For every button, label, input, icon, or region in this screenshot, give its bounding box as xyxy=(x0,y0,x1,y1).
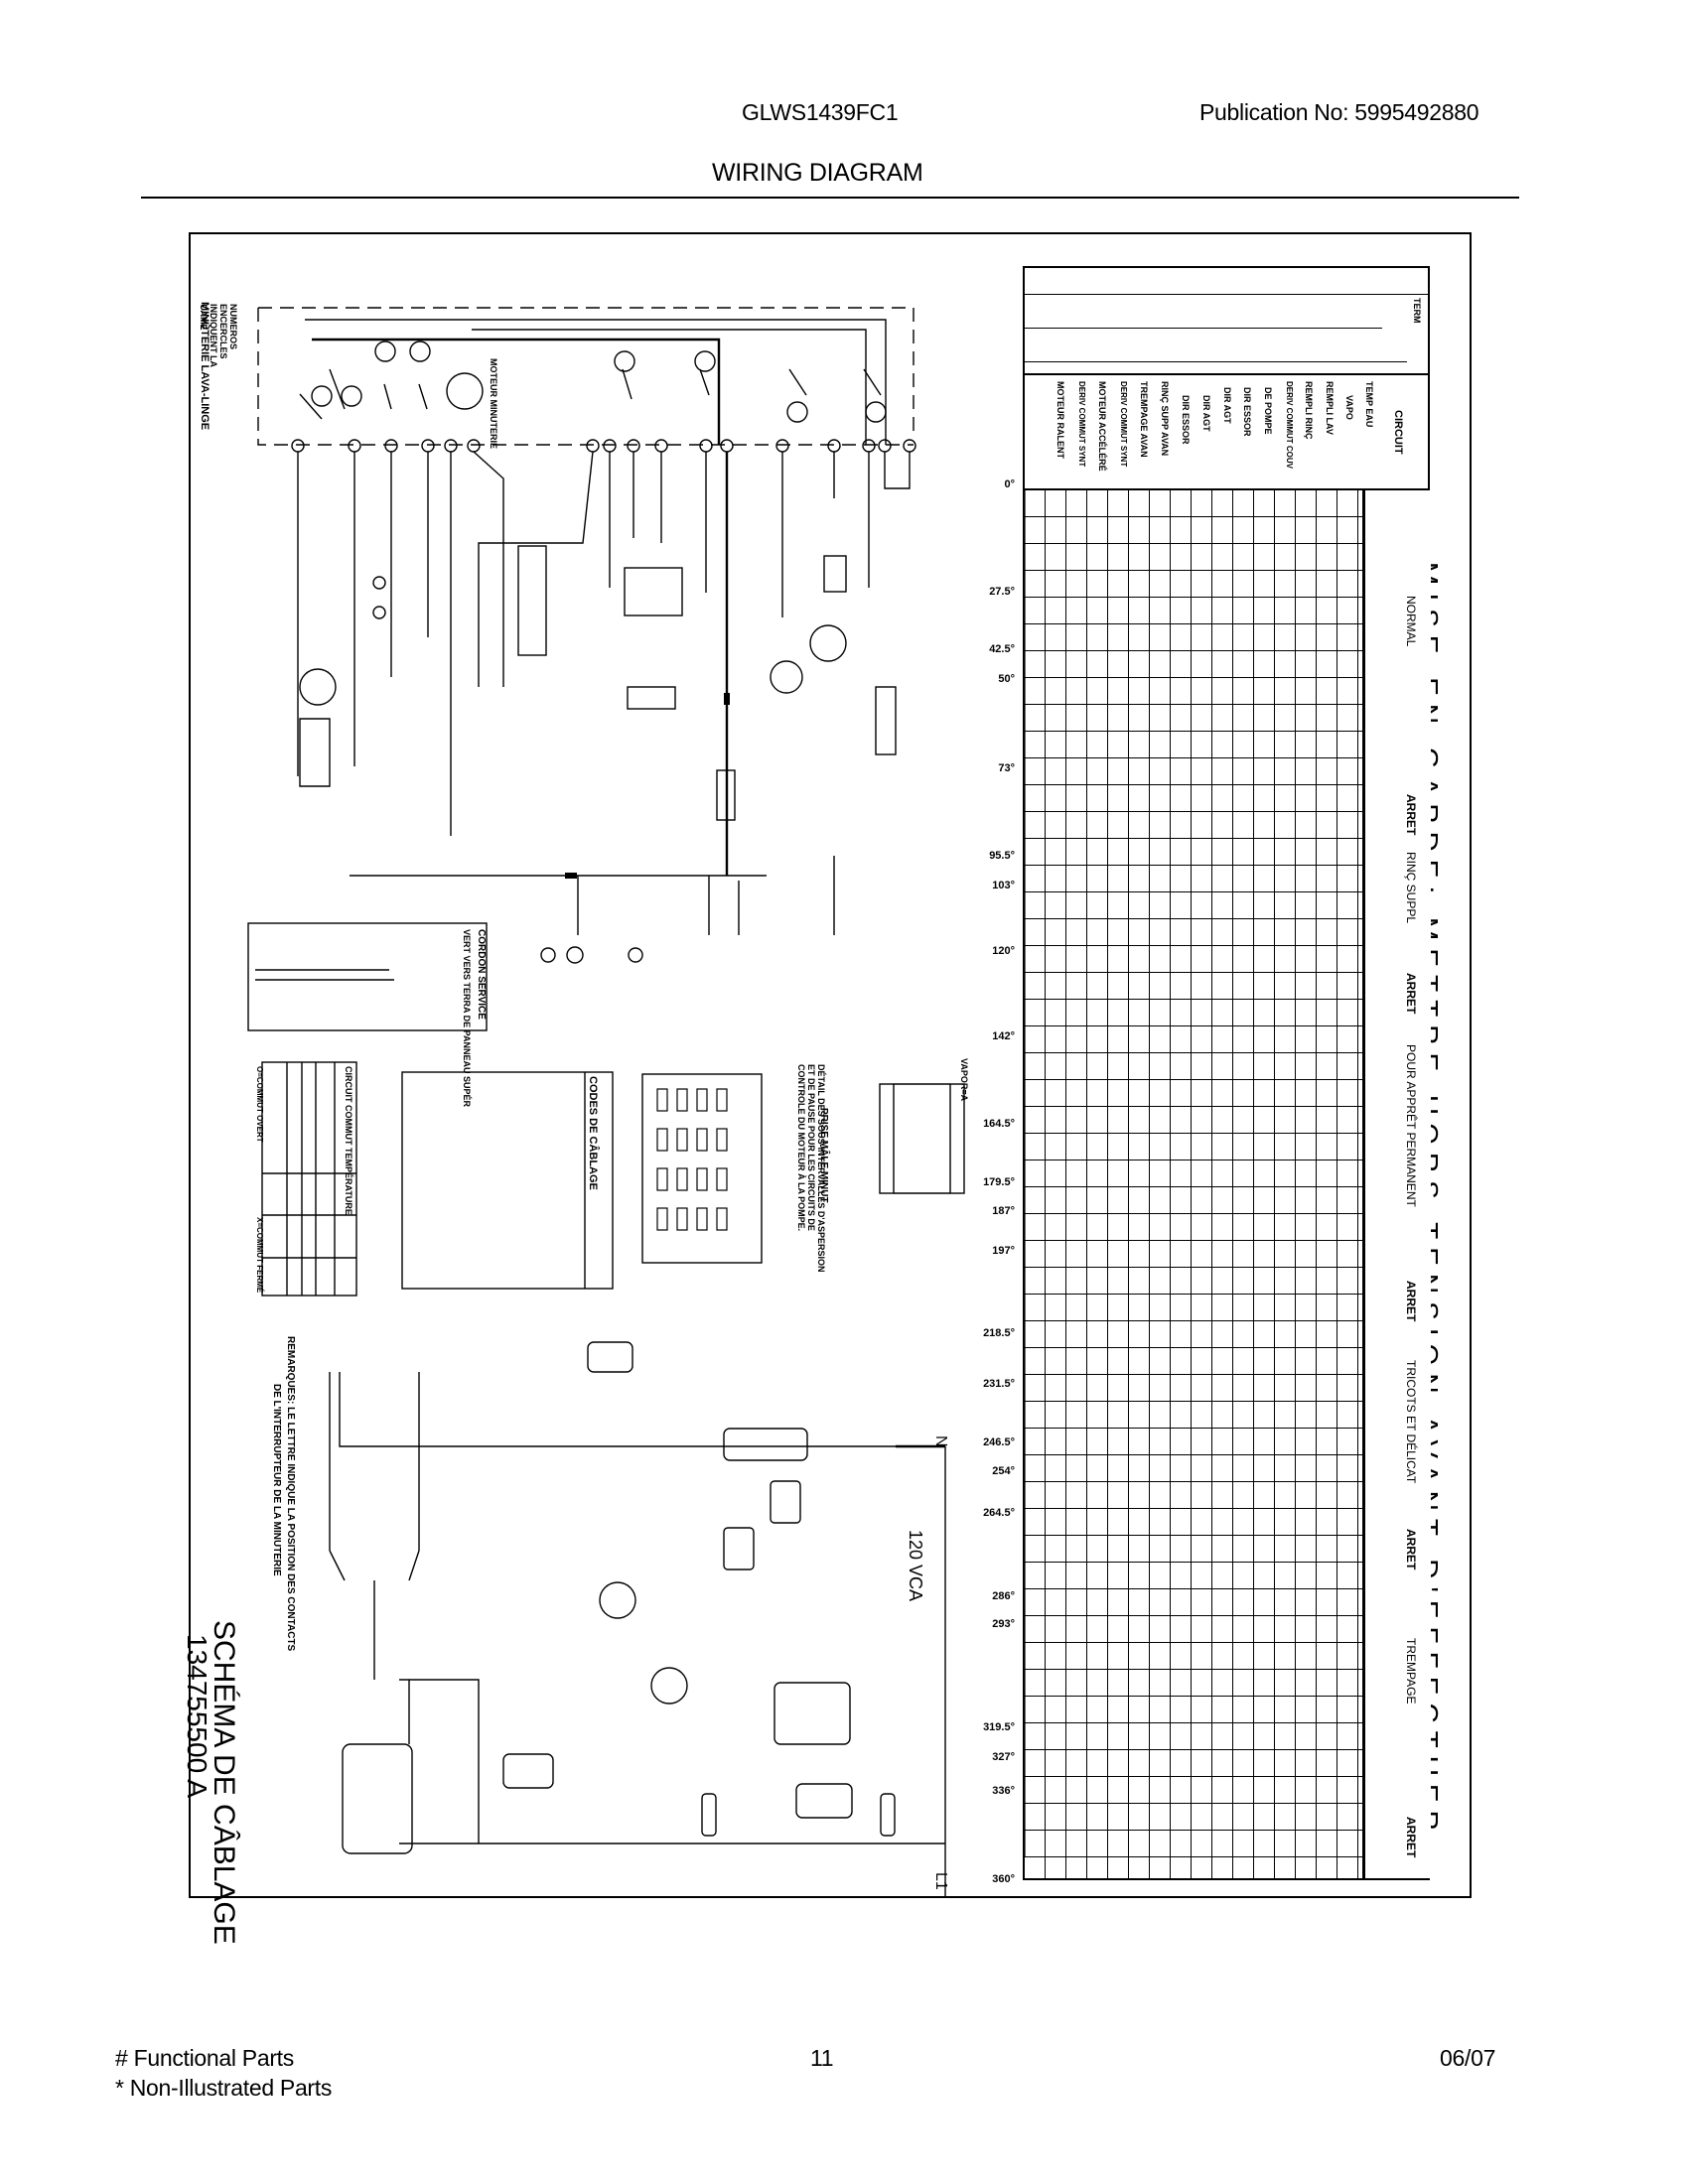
cycle-group-arret: ARRET xyxy=(1404,973,1418,1015)
degree-label: 246.5° xyxy=(983,1436,1015,1448)
degree-label: 42.5° xyxy=(989,643,1015,655)
temp-legend-open: O=COMMUT OVERT xyxy=(255,1066,264,1143)
circuit-label: DIR AGT xyxy=(1201,395,1211,432)
non-illustrated-note: * Non-Illustrated Parts xyxy=(115,2075,333,2101)
degree-label: 197° xyxy=(992,1245,1015,1257)
circuit-label: DERIV COMMUT SYNT xyxy=(1119,381,1128,468)
degree-label: 254° xyxy=(992,1465,1015,1477)
codes-title: CODES DE CÂBLAGE xyxy=(587,1076,599,1190)
circled-numbers-note: NUMEROS ENCERCLES INDIQUENT LA CAME xyxy=(199,304,238,367)
remarks-line2: DE L'INTERRUPTEUR DE LA MINUTERIE xyxy=(271,1384,282,1576)
degree-label: 95.5° xyxy=(989,850,1015,862)
circuit-label: DE POMPE xyxy=(1263,387,1273,435)
wiring-diagram-drawing xyxy=(247,307,965,1896)
circuit-label: DIR AGT xyxy=(1222,387,1232,424)
temp-legend-closed: X=COMMUT FERMÉ xyxy=(255,1217,264,1294)
degree-label: 360° xyxy=(992,1873,1015,1885)
cycle-group-perm-press: POUR APPRÊT PERMANENT xyxy=(1404,1044,1418,1207)
page-number: 11 xyxy=(810,2045,834,2071)
schema-number: 134755500 A xyxy=(182,1634,212,1799)
remarks-line1: REMARQUES: LE LETTRE INDIQUE LA POSITION… xyxy=(285,1336,296,1652)
circuit-label: RINÇ SUPP AVAN xyxy=(1160,381,1170,457)
functional-parts-note: # Functional Parts xyxy=(115,2045,294,2071)
circuit-label: MOTEUR RALENT xyxy=(1055,381,1065,459)
cycle-group-soak: TREMPAGE xyxy=(1404,1638,1418,1705)
degree-label: 120° xyxy=(992,945,1015,957)
timer-chart-header: TERM xyxy=(1023,266,1430,375)
degree-label: 336° xyxy=(992,1785,1015,1797)
timer-chart-circuits: CIRCUIT TEMP EAU VAPO REMPLI LAV REMPLI … xyxy=(1023,375,1430,490)
circuit-label: DERIV COMMUT SYNT xyxy=(1077,381,1086,468)
timer-motor-label: MOTEUR MINUTERIE xyxy=(489,358,498,449)
publication-number: Publication No: 5995492880 xyxy=(1199,99,1479,125)
degree-label: 264.5° xyxy=(983,1507,1015,1519)
degree-label: 103° xyxy=(992,880,1015,891)
circuit-label: VAPO xyxy=(1344,395,1354,420)
cycle-group-arret: ARRET xyxy=(1404,1529,1418,1570)
cycle-group-rinse: RINÇ SUPPL xyxy=(1404,852,1418,924)
degree-label: 27.5° xyxy=(989,586,1015,598)
page-title: WIRING DIAGRAM xyxy=(712,159,923,187)
degree-label: 164.5° xyxy=(983,1118,1015,1130)
temp-table-title: CIRCUIT COMMUT TEMPÉRATURE xyxy=(344,1066,353,1215)
degree-label: 50° xyxy=(998,673,1015,685)
cycle-group-arret: ARRET xyxy=(1404,1281,1418,1322)
degree-label: 187° xyxy=(992,1205,1015,1217)
revision-date: 06/07 xyxy=(1440,2045,1496,2071)
cycle-group-arret: ARRET xyxy=(1404,794,1418,836)
header-rule xyxy=(141,197,1519,199)
circuit-label: DIR ESSOR xyxy=(1181,395,1191,445)
term-label: TERM xyxy=(1412,298,1422,324)
cycle-group-arret: ARRET xyxy=(1404,1817,1418,1858)
circuit-label: MOTEUR ACCÉLÉRÉ xyxy=(1097,381,1107,472)
interval-detail-text: DÉTAIL DES SOUS-INTERVALLES D'ASPERSION … xyxy=(796,1064,826,1273)
l1-label: L1 xyxy=(932,1872,949,1890)
circuit-header: CIRCUIT xyxy=(1392,410,1404,455)
circuit-label: TREMPAGE AVAN xyxy=(1139,381,1149,458)
voltage-label: 120 VCA xyxy=(906,1530,925,1602)
degree-scale: 0° 27.5° 42.5° 50° 73° 95.5° 103° 120° 1… xyxy=(953,478,1019,1888)
cycle-group-normal: NORMAL xyxy=(1404,596,1418,647)
degree-label: 218.5° xyxy=(983,1327,1015,1339)
degree-label: 0° xyxy=(1004,478,1015,490)
cycle-group-delicate: TRICOTS ET DÉLICAT xyxy=(1404,1360,1418,1484)
degree-label: 179.5° xyxy=(983,1176,1015,1188)
degree-label: 73° xyxy=(998,762,1015,774)
timer-chart-grid xyxy=(1023,490,1431,1880)
circuit-label: REMPLI LAV xyxy=(1325,381,1335,435)
model-number: GLWS1439FC1 xyxy=(742,99,899,125)
degree-label: 319.5° xyxy=(983,1721,1015,1733)
service-cord-line1: VERT VERS TERRA DE PANNEAU SUPÉR xyxy=(462,929,472,1108)
service-cord-title: CORDON SERVICE xyxy=(476,929,487,1020)
degree-label: 142° xyxy=(992,1030,1015,1042)
degree-label: 231.5° xyxy=(983,1378,1015,1390)
degree-label: 286° xyxy=(992,1590,1015,1602)
neutral-label: N xyxy=(932,1435,949,1447)
circuit-label: TEMP EAU xyxy=(1364,381,1374,428)
timer-terminals xyxy=(291,439,916,453)
circuit-label: DERIV COMMUT COUV xyxy=(1285,381,1294,469)
circuit-label: REMPLI RINÇ xyxy=(1304,381,1314,440)
degree-label: 327° xyxy=(992,1751,1015,1763)
degree-label: 293° xyxy=(992,1618,1015,1630)
circuit-label: DIR ESSOR xyxy=(1242,387,1252,437)
